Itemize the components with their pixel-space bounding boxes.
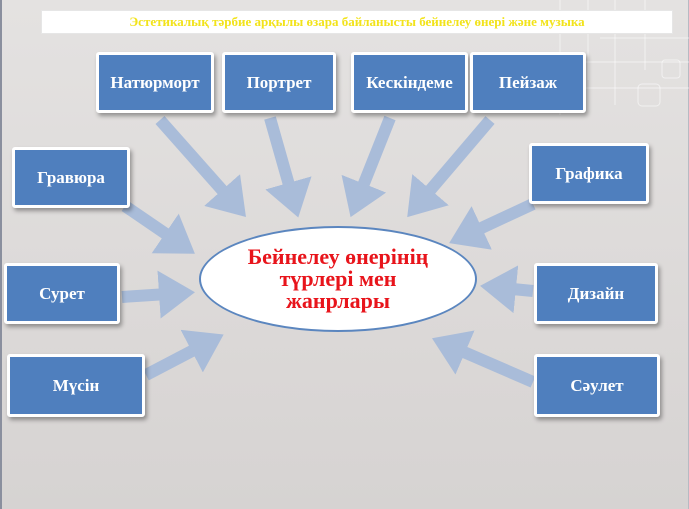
node-gravyura: Гравюра <box>12 147 130 208</box>
node-peyzazh-label: Пейзаж <box>498 72 558 92</box>
arrow-from-portret <box>264 116 312 218</box>
node-keskindeme-label: Кескіндеме <box>366 72 453 92</box>
arrow-from-gravyura <box>121 201 195 254</box>
title-bar: Эстетикалық тәрбие арқылы өзара байланыс… <box>41 10 673 34</box>
center-label: Бейнелеу өнерінің түрлері мен жанрлары <box>247 244 429 313</box>
node-keskindeme: Кескіндеме <box>351 52 468 113</box>
node-saulet-label: Сәулет <box>570 375 624 395</box>
node-musin: Мүсін <box>7 354 145 417</box>
arrow-from-dizayn <box>480 265 534 314</box>
arrow-from-musin <box>143 329 224 381</box>
node-gravyura-label: Гравюра <box>37 167 105 187</box>
node-suret: Сурет <box>4 263 120 324</box>
node-suret-label: Сурет <box>39 283 85 303</box>
node-portret: Портрет <box>222 52 336 113</box>
node-musin-label: Мүсін <box>52 375 100 395</box>
arrow-from-saulet <box>431 330 536 388</box>
node-saulet: Сәулет <box>534 354 660 417</box>
node-portret-label: Портрет <box>246 72 312 92</box>
node-grafika: Графика <box>529 143 649 204</box>
node-grafika-label: Графика <box>555 163 623 183</box>
arrow-from-natyurmort <box>155 116 246 217</box>
node-natyurmort-label: Натюрморт <box>110 72 200 92</box>
center-ellipse: Бейнелеу өнерінің түрлері мен жанрлары <box>199 226 477 332</box>
arrow-from-grafika <box>449 198 536 250</box>
arrow-from-suret <box>121 270 195 319</box>
slide-title: Эстетикалық тәрбие арқылы өзара байланыс… <box>129 14 585 29</box>
arrow-from-keskindeme <box>341 115 396 218</box>
arrow-from-peyzazh <box>407 116 495 218</box>
node-dizayn-label: Дизайн <box>567 283 625 303</box>
node-dizayn: Дизайн <box>534 263 658 324</box>
node-natyurmort: Натюрморт <box>96 52 214 113</box>
slide-left-border <box>0 0 2 509</box>
node-peyzazh: Пейзаж <box>470 52 586 113</box>
